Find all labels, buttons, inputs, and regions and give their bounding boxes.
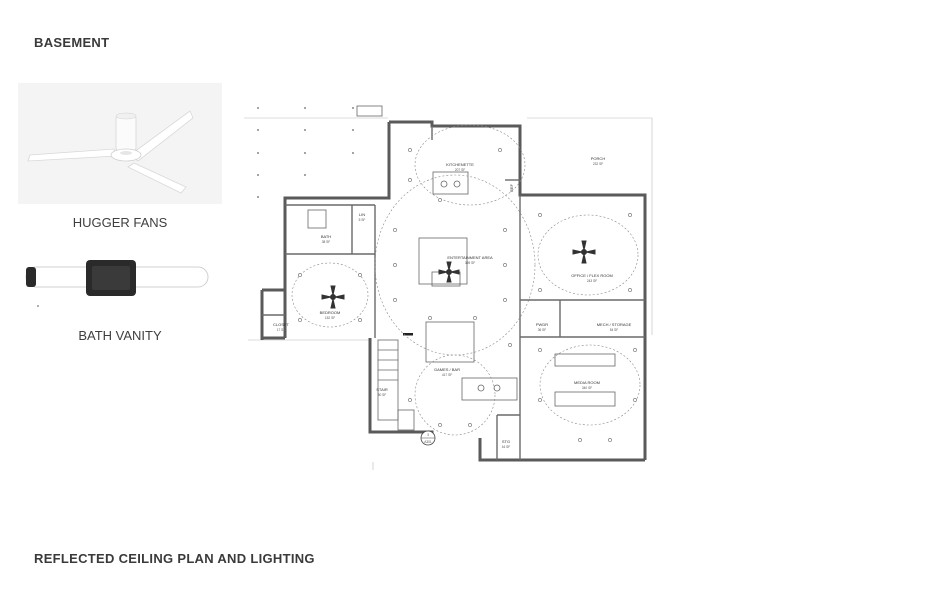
room-lin: LIN — [359, 212, 365, 217]
room-closet: CLOSET — [273, 322, 290, 327]
room-office: OFFICE / FLEX ROOM — [571, 273, 613, 278]
ceiling-fan-icon — [18, 83, 222, 204]
hugger-fans-caption: HUGGER FANS — [72, 215, 168, 230]
room-pwdr-area: 36 SF — [538, 328, 547, 332]
room-entertainment: ENTERTAINMENT AREA — [447, 255, 493, 260]
room-ref: REF — [509, 183, 514, 192]
room-porch-area: 232 SF — [593, 162, 603, 166]
room-mech: MECH / STORAGE — [597, 322, 632, 327]
room-media: MEDIA ROOM — [574, 380, 600, 385]
room-games-area: 417 SF — [442, 373, 452, 377]
room-games: GAMES / BAR — [434, 367, 460, 372]
vanity-light-icon — [18, 248, 222, 318]
room-porch: PORCH — [591, 156, 606, 161]
room-stg-area: 16 SF — [502, 445, 511, 449]
room-stair-area: 50 SF — [378, 393, 387, 397]
room-bath-area: 38 SF — [322, 240, 331, 244]
room-kitchenette: KITCHENETTE — [446, 162, 474, 167]
room-bedroom-area: 152 SF — [325, 316, 335, 320]
bath-vanity-caption: BATH VANITY — [78, 328, 162, 343]
svg-text:A301: A301 — [424, 440, 432, 444]
svg-text:3: 3 — [427, 433, 429, 437]
room-kitchenette-area: 207 SF — [455, 168, 465, 172]
room-stair: STAIR — [376, 387, 388, 392]
page-title: BASEMENT — [34, 35, 110, 50]
room-stg: STG — [502, 439, 510, 444]
room-pwdr: PWDR — [536, 322, 548, 327]
room-office-area: 243 SF — [587, 279, 597, 283]
plan-title: REFLECTED CEILING PLAN AND LIGHTING — [34, 551, 315, 566]
room-lin-area: 5 SF — [359, 218, 366, 222]
room-mech-area: 54 SF — [610, 328, 619, 332]
section-marker: 3 A301 — [420, 430, 436, 446]
room-bath: BATH — [321, 234, 331, 239]
room-media-area: 340 SF — [582, 386, 592, 390]
room-bedroom: BEDROOM — [320, 310, 341, 315]
room-closet-area: 17 SF — [277, 328, 286, 332]
floor-plan: 3 A301 KITCHENETTE 207 SF PORCH 232 SF B… — [244, 105, 653, 470]
room-entertainment-area: 369 SF — [465, 261, 475, 265]
